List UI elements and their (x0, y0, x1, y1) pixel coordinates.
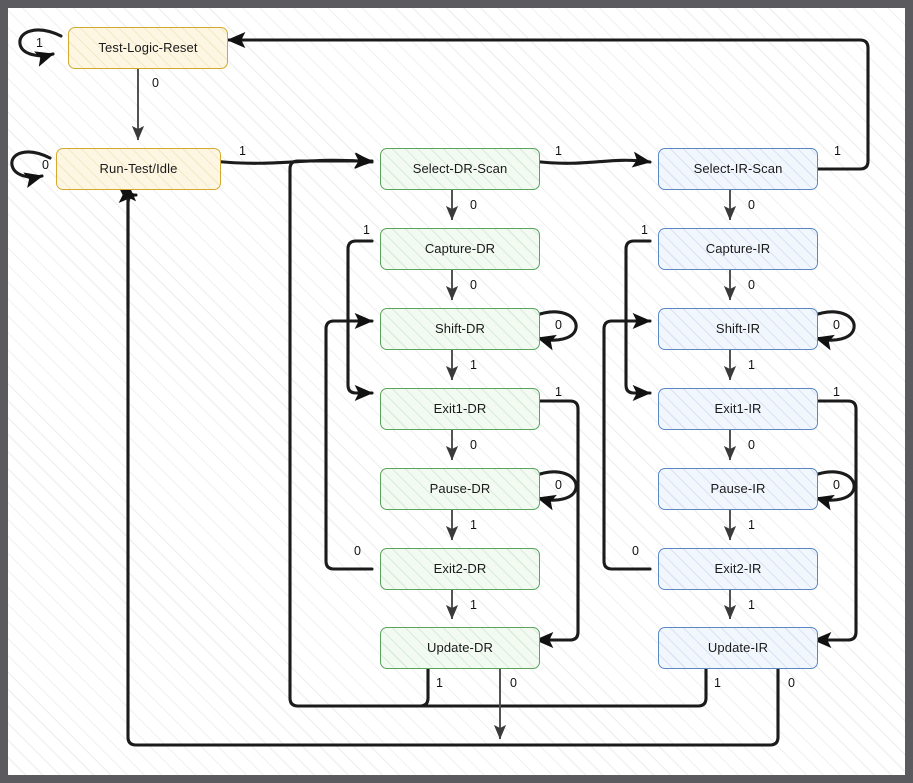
edge-label-udr-rti: 0 (510, 676, 517, 690)
edge-rti-sdrs (211, 152, 374, 169)
state-label: Capture-IR (705, 240, 771, 256)
edge-label-rti-sdrs: 1 (239, 144, 246, 158)
edge-label-udr-sdrs: 1 (436, 676, 443, 690)
state-label: Update-DR (427, 639, 493, 655)
diagram-canvas: Test-Logic-Reset Run-Test/Idle Select-DR… (8, 8, 905, 775)
state-label: Capture-DR (424, 240, 496, 256)
edge-label-tlr-rti: 0 (152, 76, 159, 90)
state-node-exit1-ir[interactable]: Exit1-IR (658, 388, 818, 430)
edge-e2dr-shdr (324, 312, 374, 571)
edge-label-uir-rti: 0 (788, 676, 795, 690)
state-node-exit2-ir[interactable]: Exit2-IR (658, 548, 818, 590)
edge-sdrs-sirs (530, 151, 652, 168)
edge-label-e1dr-pdr: 0 (470, 438, 477, 452)
edge-label-e1ir-uir: 1 (833, 385, 840, 399)
state-label: Run-Test/Idle (99, 160, 178, 176)
edge-label-shir-e1ir: 1 (748, 358, 755, 372)
edge-label-shir-shir: 0 (833, 318, 840, 332)
state-node-pause-dr[interactable]: Pause-DR (380, 468, 540, 510)
state-label: Select-DR-Scan (412, 160, 508, 176)
edge-label-sdrs-cdr: 0 (470, 198, 477, 212)
edge-cir-e1ir (624, 239, 652, 402)
edge-label-pir-pir: 0 (833, 478, 840, 492)
state-node-capture-dr[interactable]: Capture-DR (380, 228, 540, 270)
edge-cdr-e1dr (346, 239, 374, 402)
state-node-exit2-dr[interactable]: Exit2-DR (380, 548, 540, 590)
edge-label-cir-shir: 0 (748, 278, 755, 292)
edge-e2ir-shir (602, 312, 652, 571)
edge-label-e2ir-uir: 1 (748, 598, 755, 612)
edge-label-e2ir-shir: 0 (632, 544, 639, 558)
state-node-run-test-idle[interactable]: Run-Test/Idle (56, 148, 221, 190)
edge-label-cir-e1ir: 1 (641, 223, 648, 237)
state-label: Update-IR (707, 639, 769, 655)
state-label: Exit1-DR (433, 400, 487, 416)
edge-label-e1dr-udr: 1 (555, 385, 562, 399)
edge-label-sirs-tlr: 1 (834, 144, 841, 158)
edge-e1ir-uir (808, 399, 858, 649)
state-label: Pause-DR (429, 480, 491, 496)
edge-label-e2dr-udr: 1 (470, 598, 477, 612)
edge-label-e1ir-pir: 0 (748, 438, 755, 452)
state-label: Shift-DR (435, 320, 485, 336)
edge-e1dr-udr (530, 399, 580, 649)
state-node-capture-ir[interactable]: Capture-IR (658, 228, 818, 270)
edge-label-rti-rti: 0 (42, 158, 49, 172)
edge-label-uir-sdrs: 1 (714, 676, 721, 690)
state-node-update-ir[interactable]: Update-IR (658, 627, 818, 669)
state-label: Exit1-IR (714, 400, 762, 416)
state-node-select-dr-scan[interactable]: Select-DR-Scan (380, 148, 540, 190)
edge-label-pir-e2ir: 1 (748, 518, 755, 532)
edge-label-pdr-e2dr: 1 (470, 518, 477, 532)
state-node-test-logic-reset[interactable]: Test-Logic-Reset (68, 27, 228, 69)
state-node-select-ir-scan[interactable]: Select-IR-Scan (658, 148, 818, 190)
state-node-shift-dr[interactable]: Shift-DR (380, 308, 540, 350)
edge-label-shdr-shdr: 0 (555, 318, 562, 332)
state-label: Select-IR-Scan (693, 160, 783, 176)
state-node-exit1-dr[interactable]: Exit1-DR (380, 388, 540, 430)
state-label: Pause-IR (710, 480, 766, 496)
edge-label-cdr-e1dr: 1 (363, 223, 370, 237)
state-node-shift-ir[interactable]: Shift-IR (658, 308, 818, 350)
edge-label-cdr-shdr: 0 (470, 278, 477, 292)
edge-label-sdrs-sirs: 1 (555, 144, 562, 158)
edge-label-sirs-cir: 0 (748, 198, 755, 212)
state-node-pause-ir[interactable]: Pause-IR (658, 468, 818, 510)
state-node-update-dr[interactable]: Update-DR (380, 627, 540, 669)
state-label: Exit2-IR (714, 560, 762, 576)
edge-label-shdr-e1dr: 1 (470, 358, 477, 372)
state-label: Shift-IR (715, 320, 761, 336)
edge-label-pdr-pdr: 0 (555, 478, 562, 492)
edge-label-tlr-tlr: 1 (36, 36, 43, 50)
state-label: Exit2-DR (433, 560, 487, 576)
state-label: Test-Logic-Reset (98, 39, 198, 55)
edge-label-e2dr-shdr: 0 (354, 544, 361, 558)
